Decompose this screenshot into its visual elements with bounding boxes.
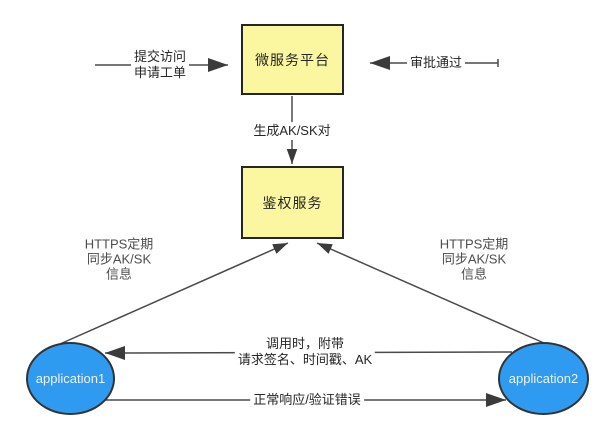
node-auth-service: 鉴权服务 bbox=[241, 166, 344, 239]
node-application1-label: application1 bbox=[35, 371, 106, 386]
invoke-with-signature-label: 调用时，附带 请求签名、时间戳、AK bbox=[234, 335, 376, 369]
approval-passed-label: 审批通过 bbox=[406, 54, 466, 72]
invoke-label-line2: 请求签名、时间戳、AK bbox=[237, 352, 373, 367]
https-sync-left-line3: 信息 bbox=[105, 266, 132, 282]
node-microservice-platform-label: 微服务平台 bbox=[255, 51, 330, 68]
https-sync-right-line2: 同步AK/SK bbox=[441, 251, 507, 267]
https-sync-right-line3: 信息 bbox=[460, 266, 487, 282]
submit-ticket-label-line2: 申请工单 bbox=[133, 65, 187, 80]
invoke-label-line1: 调用时，附带 bbox=[265, 336, 344, 351]
node-microservice-platform: 微服务平台 bbox=[241, 24, 344, 95]
https-sync-left-line1: HTTPS定期 bbox=[84, 236, 154, 252]
generate-aksk-label: 生成AK/SK对 bbox=[250, 122, 334, 140]
node-application2-label: application2 bbox=[508, 371, 579, 386]
submit-ticket-label: 提交访问 申请工单 bbox=[130, 48, 190, 82]
node-application2: application2 bbox=[498, 342, 589, 415]
submit-ticket-label-line1: 提交访问 bbox=[133, 49, 187, 64]
https-sync-left-line2: 同步AK/SK bbox=[86, 251, 152, 267]
https-sync-right-line1: HTTPS定期 bbox=[439, 236, 509, 252]
sync-right-arrow bbox=[316, 242, 545, 344]
node-auth-service-label: 鉴权服务 bbox=[262, 194, 323, 211]
https-sync-right-label: HTTPS定期 同步AK/SK 信息 bbox=[440, 237, 509, 282]
node-application1: application1 bbox=[26, 342, 115, 415]
sync-left-arrow bbox=[59, 242, 289, 345]
normal-response-label: 正常响应/验证错误 bbox=[250, 391, 364, 409]
https-sync-left-label: HTTPS定期 同步AK/SK 信息 bbox=[85, 237, 154, 282]
